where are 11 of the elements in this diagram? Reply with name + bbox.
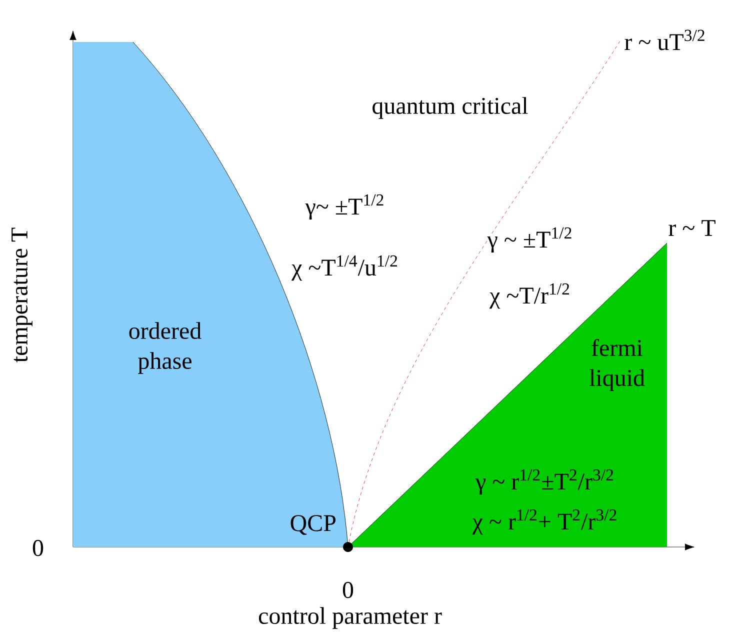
formula: χ ~T/r$^{1/2}$: [490, 283, 570, 309]
tick-label: 0: [342, 582, 354, 598]
curve-label: r ~ T: [668, 220, 716, 236]
point-label: QCP: [290, 515, 336, 535]
annotation: quantum critical: [372, 97, 528, 119]
axis-label: control parameter r: [258, 607, 442, 629]
curve-label: r ~ uT$^{3/2}$: [624, 30, 704, 50]
crossover-line: [348, 40, 621, 542]
critical-point: [343, 542, 353, 552]
axis-label: temperature T: [12, 228, 32, 362]
tick-label: 0: [32, 540, 44, 556]
